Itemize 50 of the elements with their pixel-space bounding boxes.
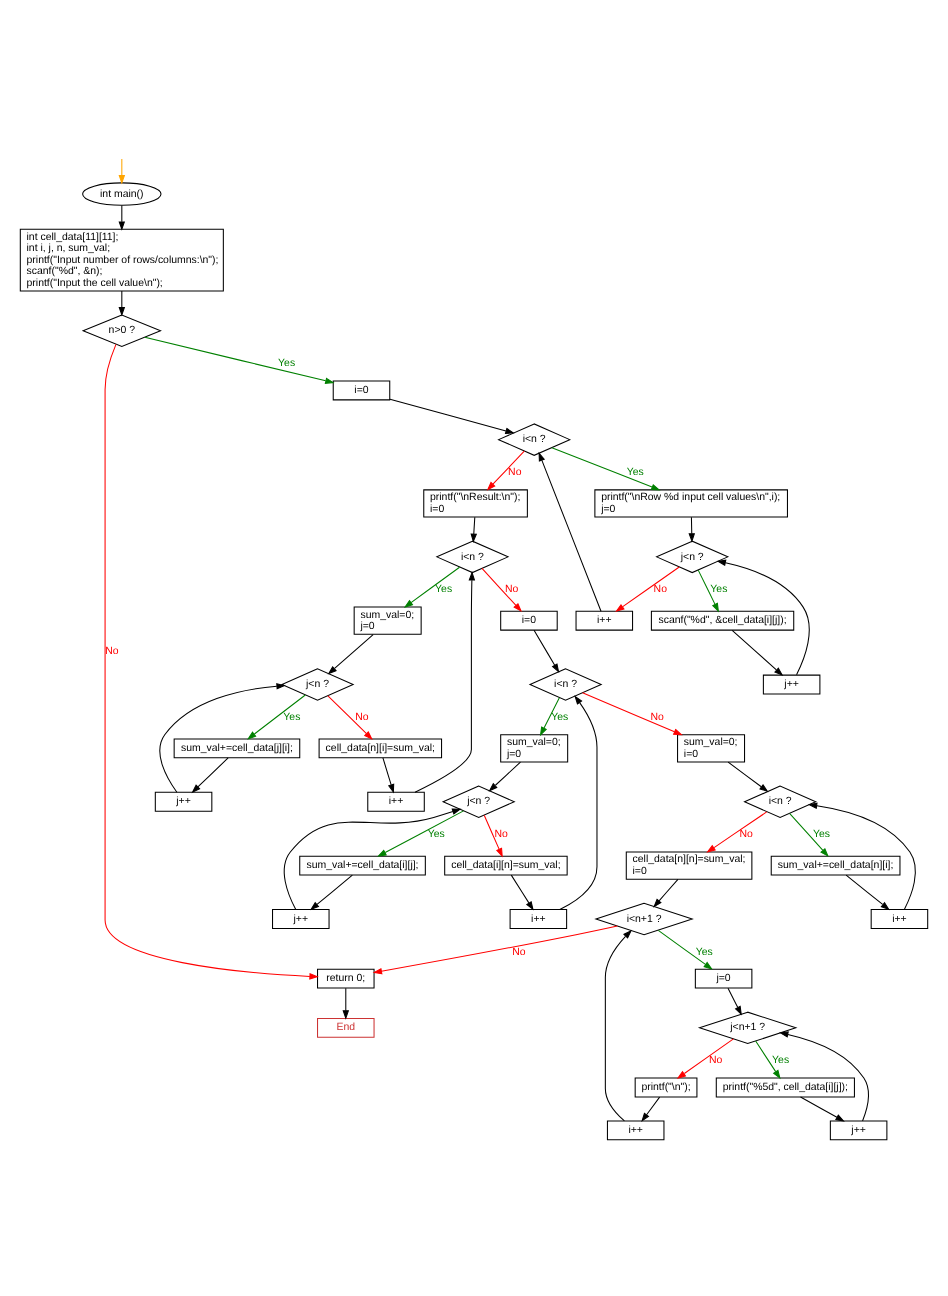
arrow [789, 812, 829, 857]
arrow [539, 696, 560, 736]
arrow [377, 809, 465, 856]
arrow [615, 565, 680, 612]
arrow [731, 628, 784, 676]
arrow [414, 570, 476, 792]
arrow [309, 873, 353, 910]
arrow [653, 877, 679, 907]
arrow [372, 924, 618, 974]
arrow [191, 756, 229, 793]
arrow [755, 1039, 781, 1079]
arrow [800, 1095, 845, 1121]
arrow [688, 515, 696, 542]
arrow [118, 203, 126, 230]
arrow [488, 760, 521, 791]
arrow [533, 628, 560, 672]
arrow [845, 873, 890, 910]
arrow [727, 760, 769, 792]
arrow [470, 515, 478, 543]
arrow [676, 1037, 734, 1078]
arrow [247, 693, 306, 739]
arrow [657, 928, 713, 969]
arrow [118, 289, 126, 316]
arrow [697, 568, 720, 612]
arrow [483, 813, 503, 857]
arrow [727, 986, 742, 1015]
arrow [486, 449, 525, 490]
arrow [582, 691, 683, 735]
arrow [778, 1030, 869, 1121]
arrow [327, 694, 373, 740]
arrow [104, 342, 319, 979]
arrow [706, 810, 768, 852]
arrow [551, 446, 661, 490]
arrow [510, 873, 534, 910]
arrow [641, 1095, 661, 1121]
arrow [283, 807, 462, 909]
arrow [481, 566, 523, 612]
arrow [144, 335, 335, 383]
arrow [327, 633, 374, 674]
arrow [403, 565, 461, 607]
arrow [342, 986, 350, 1019]
arrow [538, 450, 602, 611]
arrow [807, 801, 916, 909]
arrow [382, 756, 395, 793]
arrow [716, 558, 810, 675]
arrow [389, 397, 515, 433]
arrow [159, 681, 286, 792]
arrow [604, 928, 633, 1121]
arrow [118, 157, 126, 184]
arrow [559, 694, 598, 909]
